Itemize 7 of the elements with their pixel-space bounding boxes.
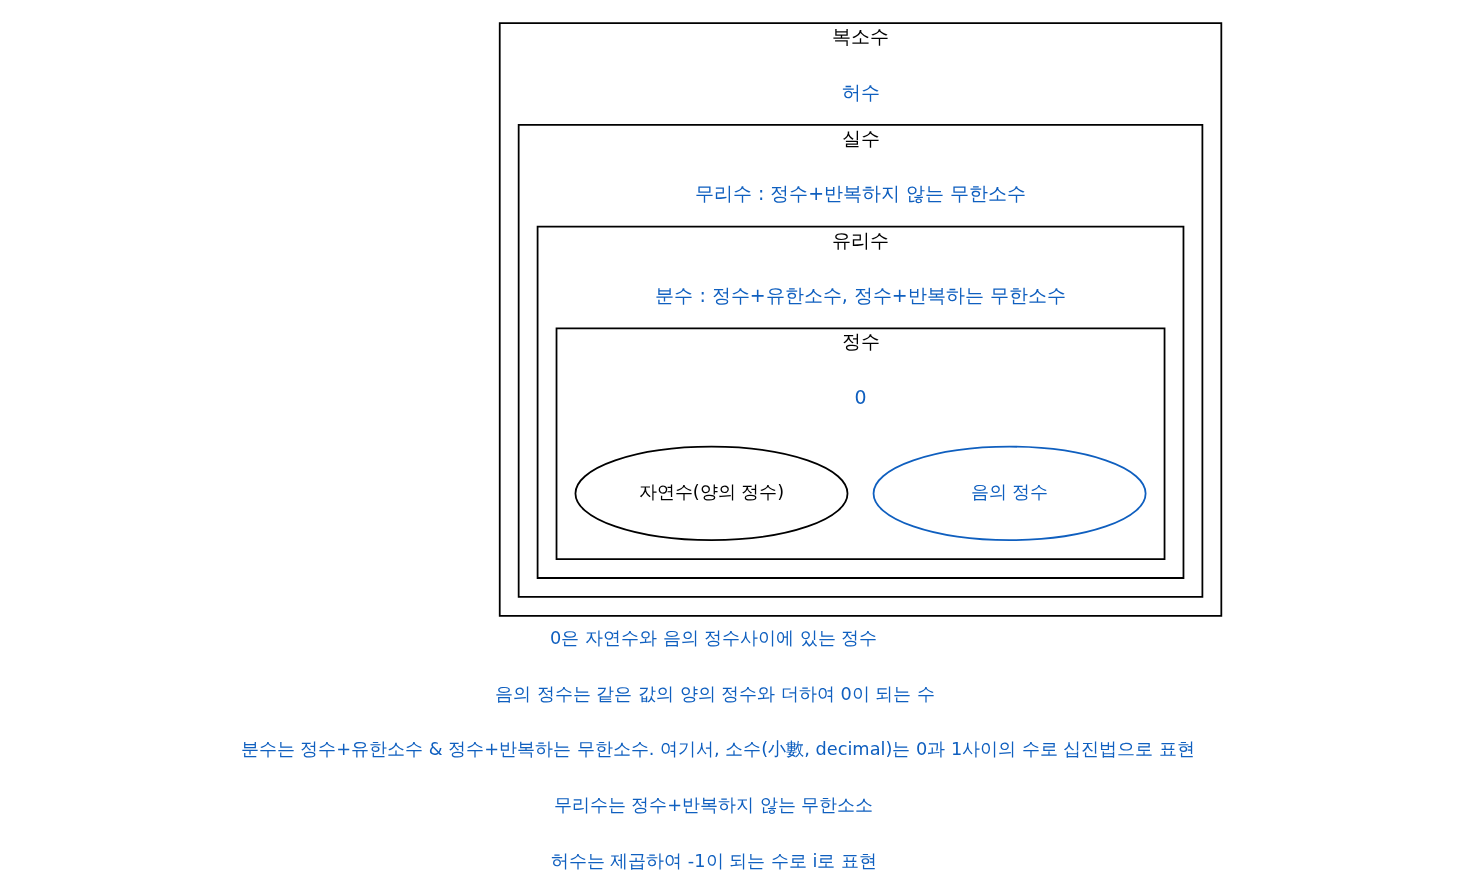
node-ellipse: 자연수(양의 정수) [574,445,848,541]
label: 분수는 정수+유한소수 & 정수+반복하는 무한소수. 여기서, 소수(小數, decimal)는 0과 1사이의 수로 십진법으로 표현 [240,738,1195,759]
label: 무리수는 정수+반복하지 않는 무한소소 [553,794,873,815]
label: 0은 자연수와 음의 정수사이에 있는 정수 [549,627,877,648]
label: 음의 정수는 같은 값의 양의 정수와 더하여 0이 되는 수 [494,683,935,704]
label: 허수는 제곱하여 -1이 되는 수로 i로 표현 [550,850,877,871]
node-ellipse: 음의 정수 [872,445,1146,541]
